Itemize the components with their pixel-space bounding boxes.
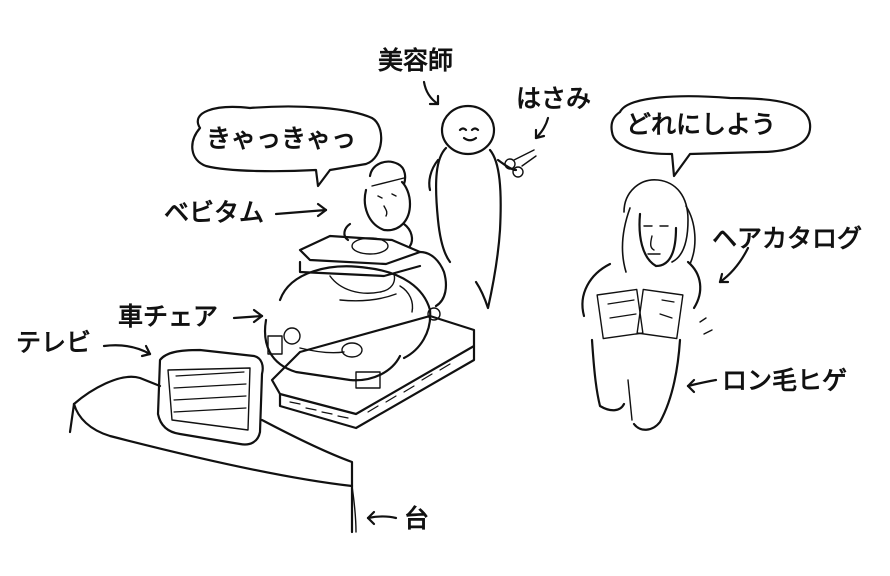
label-stand: 台 — [404, 504, 430, 533]
label-arrows — [102, 80, 750, 526]
hairdresser-figure — [428, 104, 518, 310]
tv — [156, 348, 264, 446]
customer-speech-text: どれにしよう — [626, 110, 777, 139]
car-chair — [264, 234, 447, 389]
label-car-chair: 車チェア — [118, 302, 219, 331]
label-beard: ロン毛ヒゲ — [722, 366, 848, 395]
baby-speech-text: きゃっきゃっ — [206, 124, 357, 153]
label-hair-catalog: ヘアカタログ — [712, 224, 863, 253]
baby-speech-bubble — [191, 105, 383, 188]
label-baby-chair: ベビタム — [164, 198, 265, 227]
base-platform — [270, 314, 476, 430]
customer-figure — [581, 179, 713, 431]
label-hairdresser: 美容師 — [378, 46, 454, 75]
label-tv: テレビ — [16, 328, 92, 357]
customer-speech-bubble — [610, 95, 812, 178]
label-scissors: はさみ — [516, 84, 592, 113]
tv-stand — [68, 375, 357, 534]
baby-figure — [343, 160, 414, 248]
scissors-icon — [504, 149, 537, 178]
